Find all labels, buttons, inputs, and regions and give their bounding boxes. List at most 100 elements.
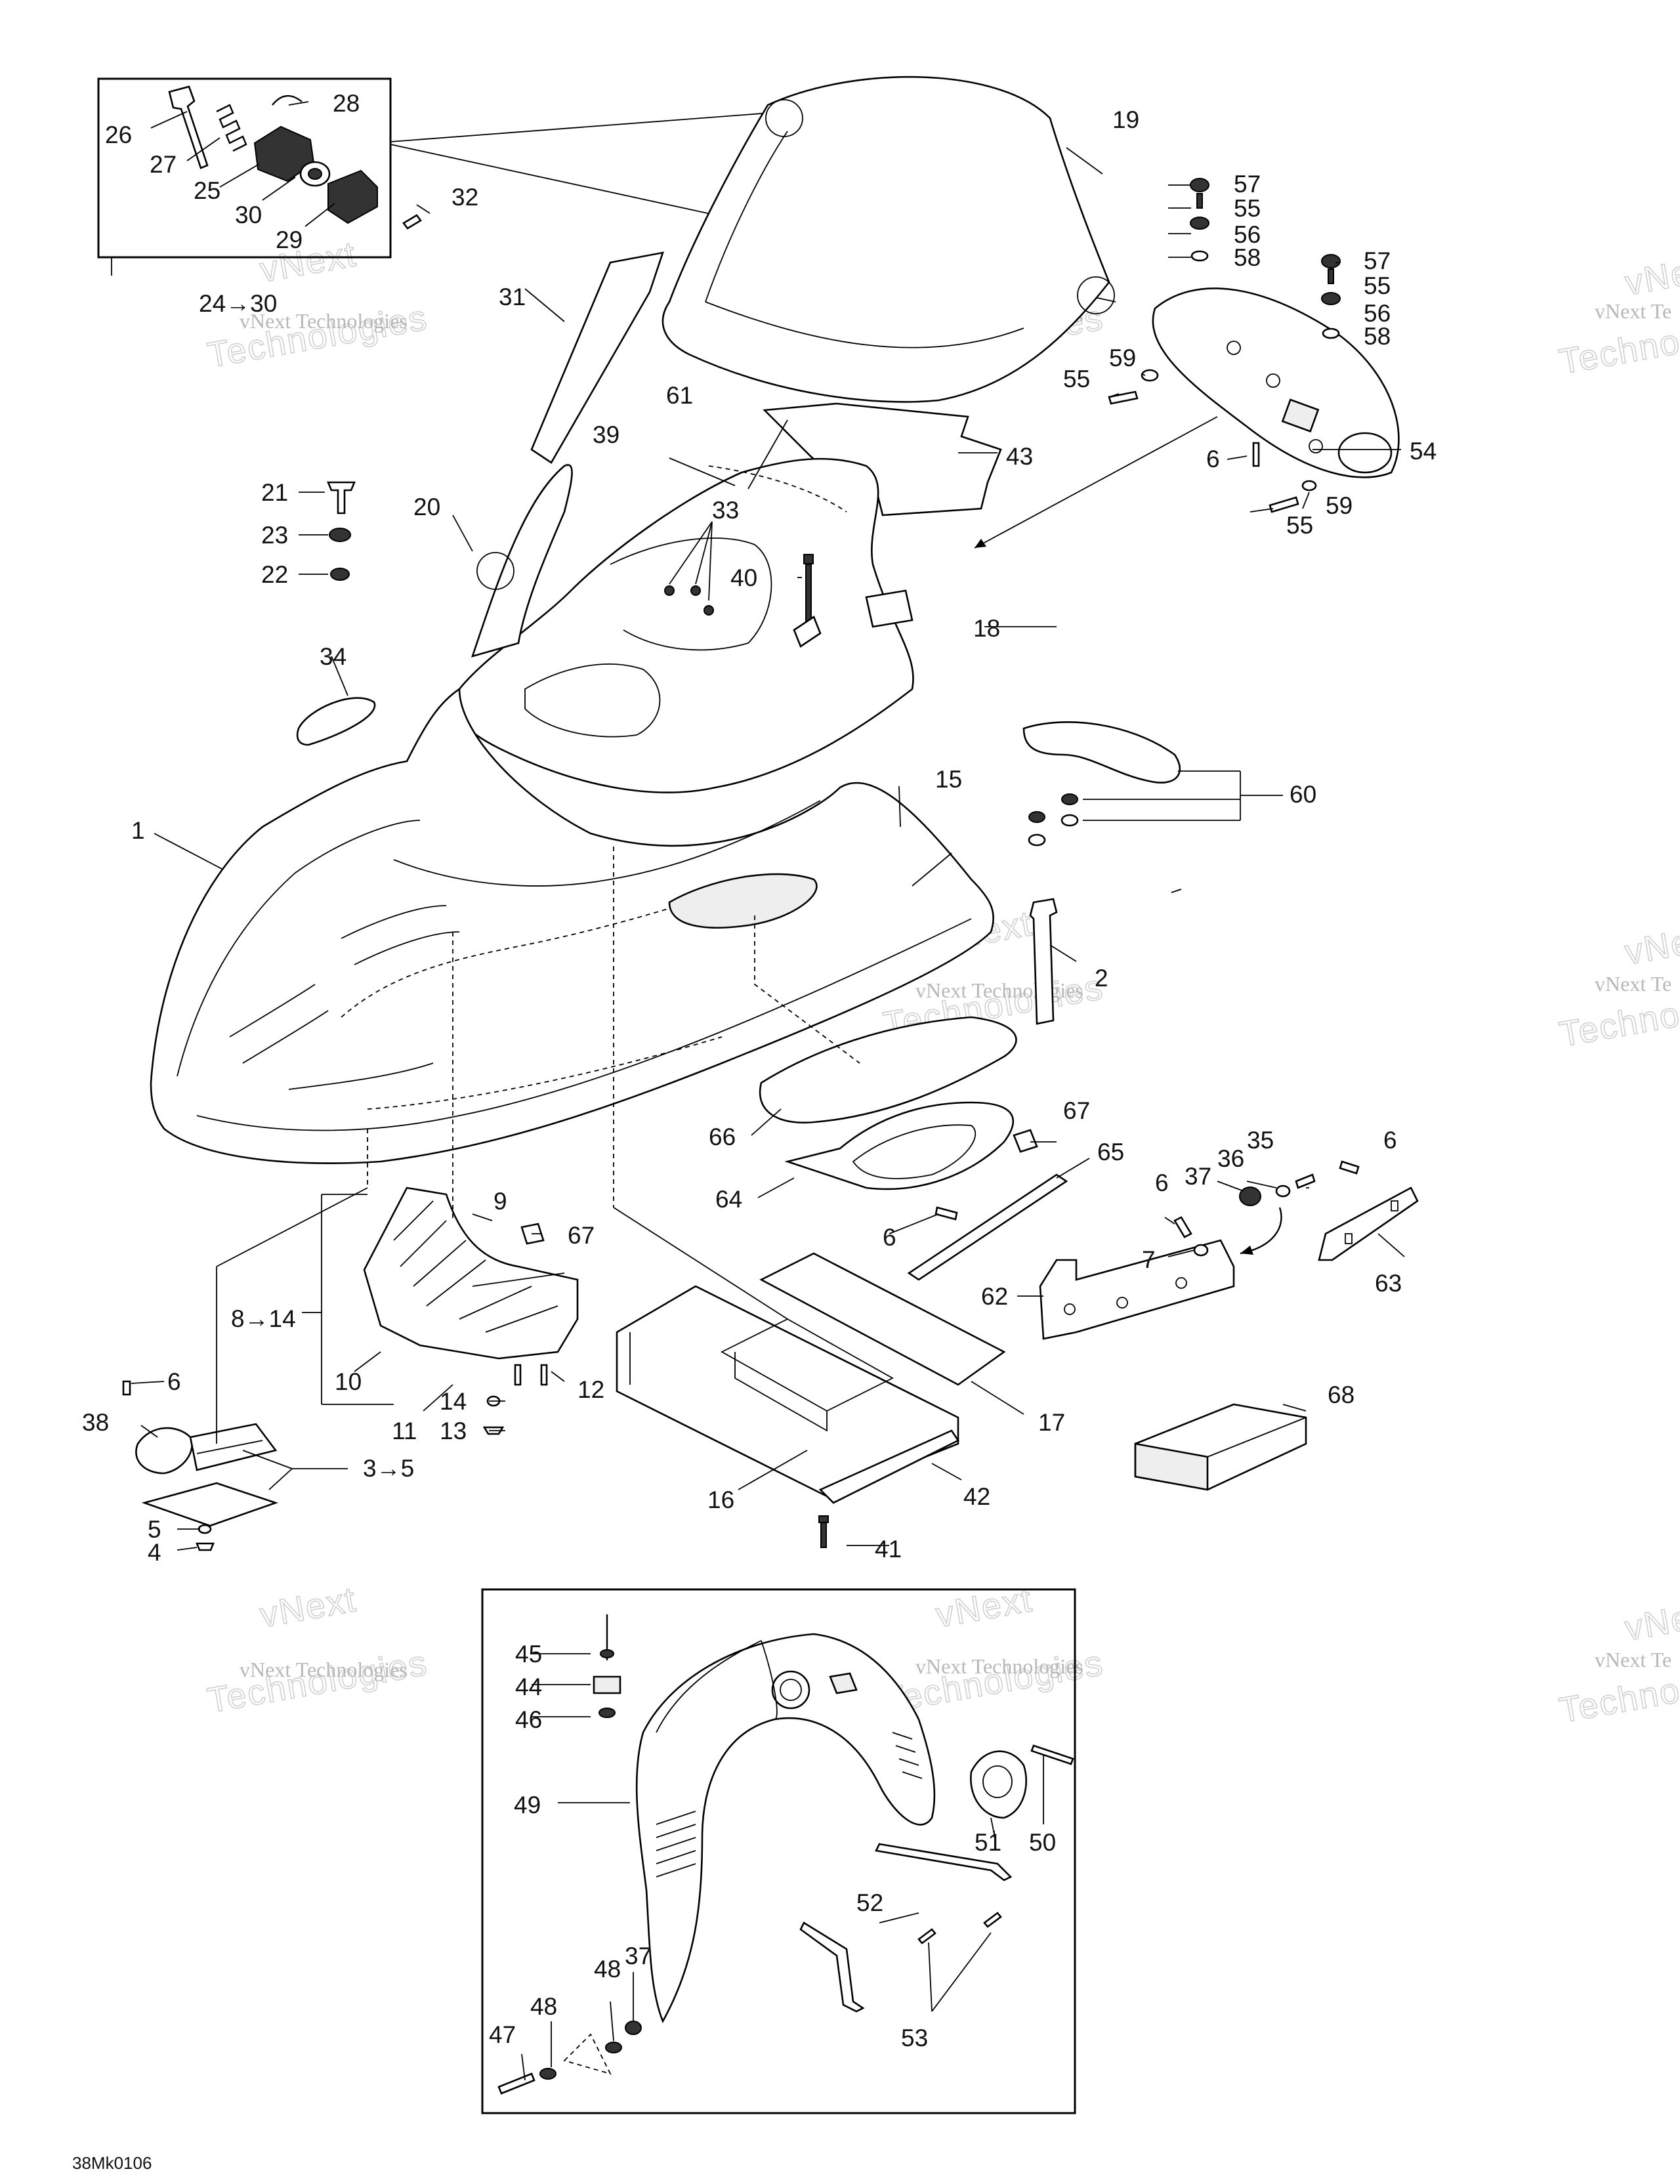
callout-48-b: 48	[594, 1956, 621, 1983]
watermark-top-e: vNext	[257, 1580, 360, 1635]
callout-20: 20	[413, 494, 440, 520]
callout-67-b: 67	[568, 1222, 595, 1249]
callout-5: 5	[148, 1516, 161, 1543]
clip-53-a	[917, 1928, 936, 1944]
washer-59-a	[1141, 369, 1159, 382]
rod-52-a	[875, 1843, 1013, 1881]
fastener-21-23-22	[327, 481, 356, 581]
callout-63: 63	[1375, 1270, 1402, 1297]
foam-sheet-17	[759, 1252, 1006, 1386]
callout-17: 17	[1038, 1409, 1065, 1436]
watermark-edge-top-1: vNe	[1622, 253, 1680, 303]
callout-9: 9	[494, 1188, 507, 1215]
screw-12b	[514, 1364, 522, 1386]
callout-22: 22	[261, 561, 288, 588]
watermark-edge-1b: Techno	[1557, 322, 1680, 381]
callout-56-a: 56	[1234, 221, 1261, 248]
callout-68: 68	[1328, 1381, 1354, 1408]
callout-25: 25	[194, 177, 220, 204]
callout-8-14: 8→14	[231, 1305, 296, 1332]
screw-55-a	[1108, 390, 1139, 405]
rod-52-b	[799, 1922, 865, 2013]
callout-28: 28	[333, 90, 360, 117]
callout-64: 64	[715, 1186, 742, 1213]
callout-37: 37	[1185, 1163, 1211, 1190]
callout-45: 45	[515, 1641, 542, 1668]
callout-23: 23	[261, 522, 288, 549]
callout-33: 33	[712, 497, 739, 524]
callout-55-d: 55	[1286, 512, 1313, 539]
callout-47: 47	[489, 2021, 516, 2048]
screw-6-b	[122, 1380, 131, 1396]
watermark-edge-2: vNext Te	[1595, 972, 1671, 996]
hardware-stack-b	[1321, 254, 1341, 339]
arrow-37	[1240, 1207, 1282, 1255]
callout-26: 26	[105, 121, 132, 148]
callout-10: 10	[335, 1368, 362, 1395]
latch-spring	[216, 104, 247, 152]
lower-detail-box	[481, 1588, 1076, 2114]
callout-30: 30	[235, 201, 262, 228]
washer-7	[1193, 1244, 1209, 1257]
watermark-d: vNext Technologies	[915, 978, 1083, 1002]
side-trim-31	[530, 251, 664, 464]
callout-55-b: 55	[1364, 272, 1391, 299]
screw-6-a	[1252, 442, 1260, 467]
callout-66: 66	[709, 1124, 736, 1150]
watermark-edge-top-2: vNe	[1622, 922, 1680, 973]
bracket-63	[1318, 1186, 1419, 1261]
washer-59-b	[1301, 480, 1317, 492]
callout-37-lower: 37	[625, 1942, 652, 1969]
nut-37	[1239, 1186, 1261, 1206]
callout-54: 54	[1410, 438, 1437, 465]
callout-56-b: 56	[1364, 300, 1391, 327]
callout-labels: 1 2 3→5 4 5 6 6 6 6 6 7 8→14 9 10 11 12 …	[82, 90, 1437, 2051]
callout-16: 16	[707, 1486, 734, 1513]
watermark-edge-3: vNext Te	[1595, 1648, 1671, 1671]
windshield	[662, 75, 1115, 403]
callout-44: 44	[515, 1673, 542, 1700]
rail-65	[907, 1173, 1068, 1281]
hardware-stack-45-44-46	[593, 1614, 621, 1718]
callout-52: 52	[856, 1889, 883, 1916]
watermark-edge-3b: Techno	[1557, 1670, 1680, 1730]
latch-plunger	[168, 85, 209, 169]
handle-34	[296, 697, 376, 746]
latch-bushing	[299, 161, 331, 187]
watermark-e2: Technologies	[205, 1643, 430, 1721]
bolt-40	[793, 554, 822, 648]
callout-55-a: 55	[1234, 195, 1261, 222]
callout-13: 13	[440, 1418, 467, 1444]
callout-6-step: 6	[167, 1368, 181, 1395]
callout-7: 7	[1142, 1246, 1156, 1273]
tray-rim-42	[818, 1429, 959, 1504]
callout-57-b: 57	[1364, 247, 1391, 274]
callout-46: 46	[515, 1706, 542, 1733]
callout-42: 42	[963, 1483, 990, 1510]
callout-27: 27	[150, 151, 177, 178]
callout-49: 49	[514, 1792, 541, 1818]
watermark-edge-2b: Techno	[1557, 994, 1680, 1054]
callout-62: 62	[981, 1283, 1008, 1310]
callout-41: 41	[875, 1536, 902, 1563]
nut-37-b	[625, 2021, 642, 2035]
screw-41	[818, 1515, 829, 1548]
mount-hint	[563, 2033, 612, 2075]
callout-40: 40	[730, 564, 757, 591]
windshield-frame-20	[471, 464, 573, 658]
leader-lines	[131, 101, 1405, 2081]
foam-strip-18	[865, 589, 914, 628]
callout-38: 38	[82, 1409, 109, 1436]
callout-35: 35	[1247, 1127, 1274, 1154]
callout-51: 51	[975, 1829, 1001, 1856]
clip-53-b	[983, 1912, 1002, 1928]
frame-64	[784, 1101, 1015, 1190]
callout-2: 2	[1095, 965, 1108, 992]
callout-58-b: 58	[1364, 323, 1391, 350]
arrow-rear-cover	[974, 416, 1218, 549]
latch-screw-32	[402, 214, 422, 230]
washer-48-b	[605, 2042, 622, 2053]
callout-31: 31	[499, 284, 526, 310]
callout-6-plate: 6	[1383, 1127, 1397, 1154]
callout-19: 19	[1112, 106, 1139, 133]
